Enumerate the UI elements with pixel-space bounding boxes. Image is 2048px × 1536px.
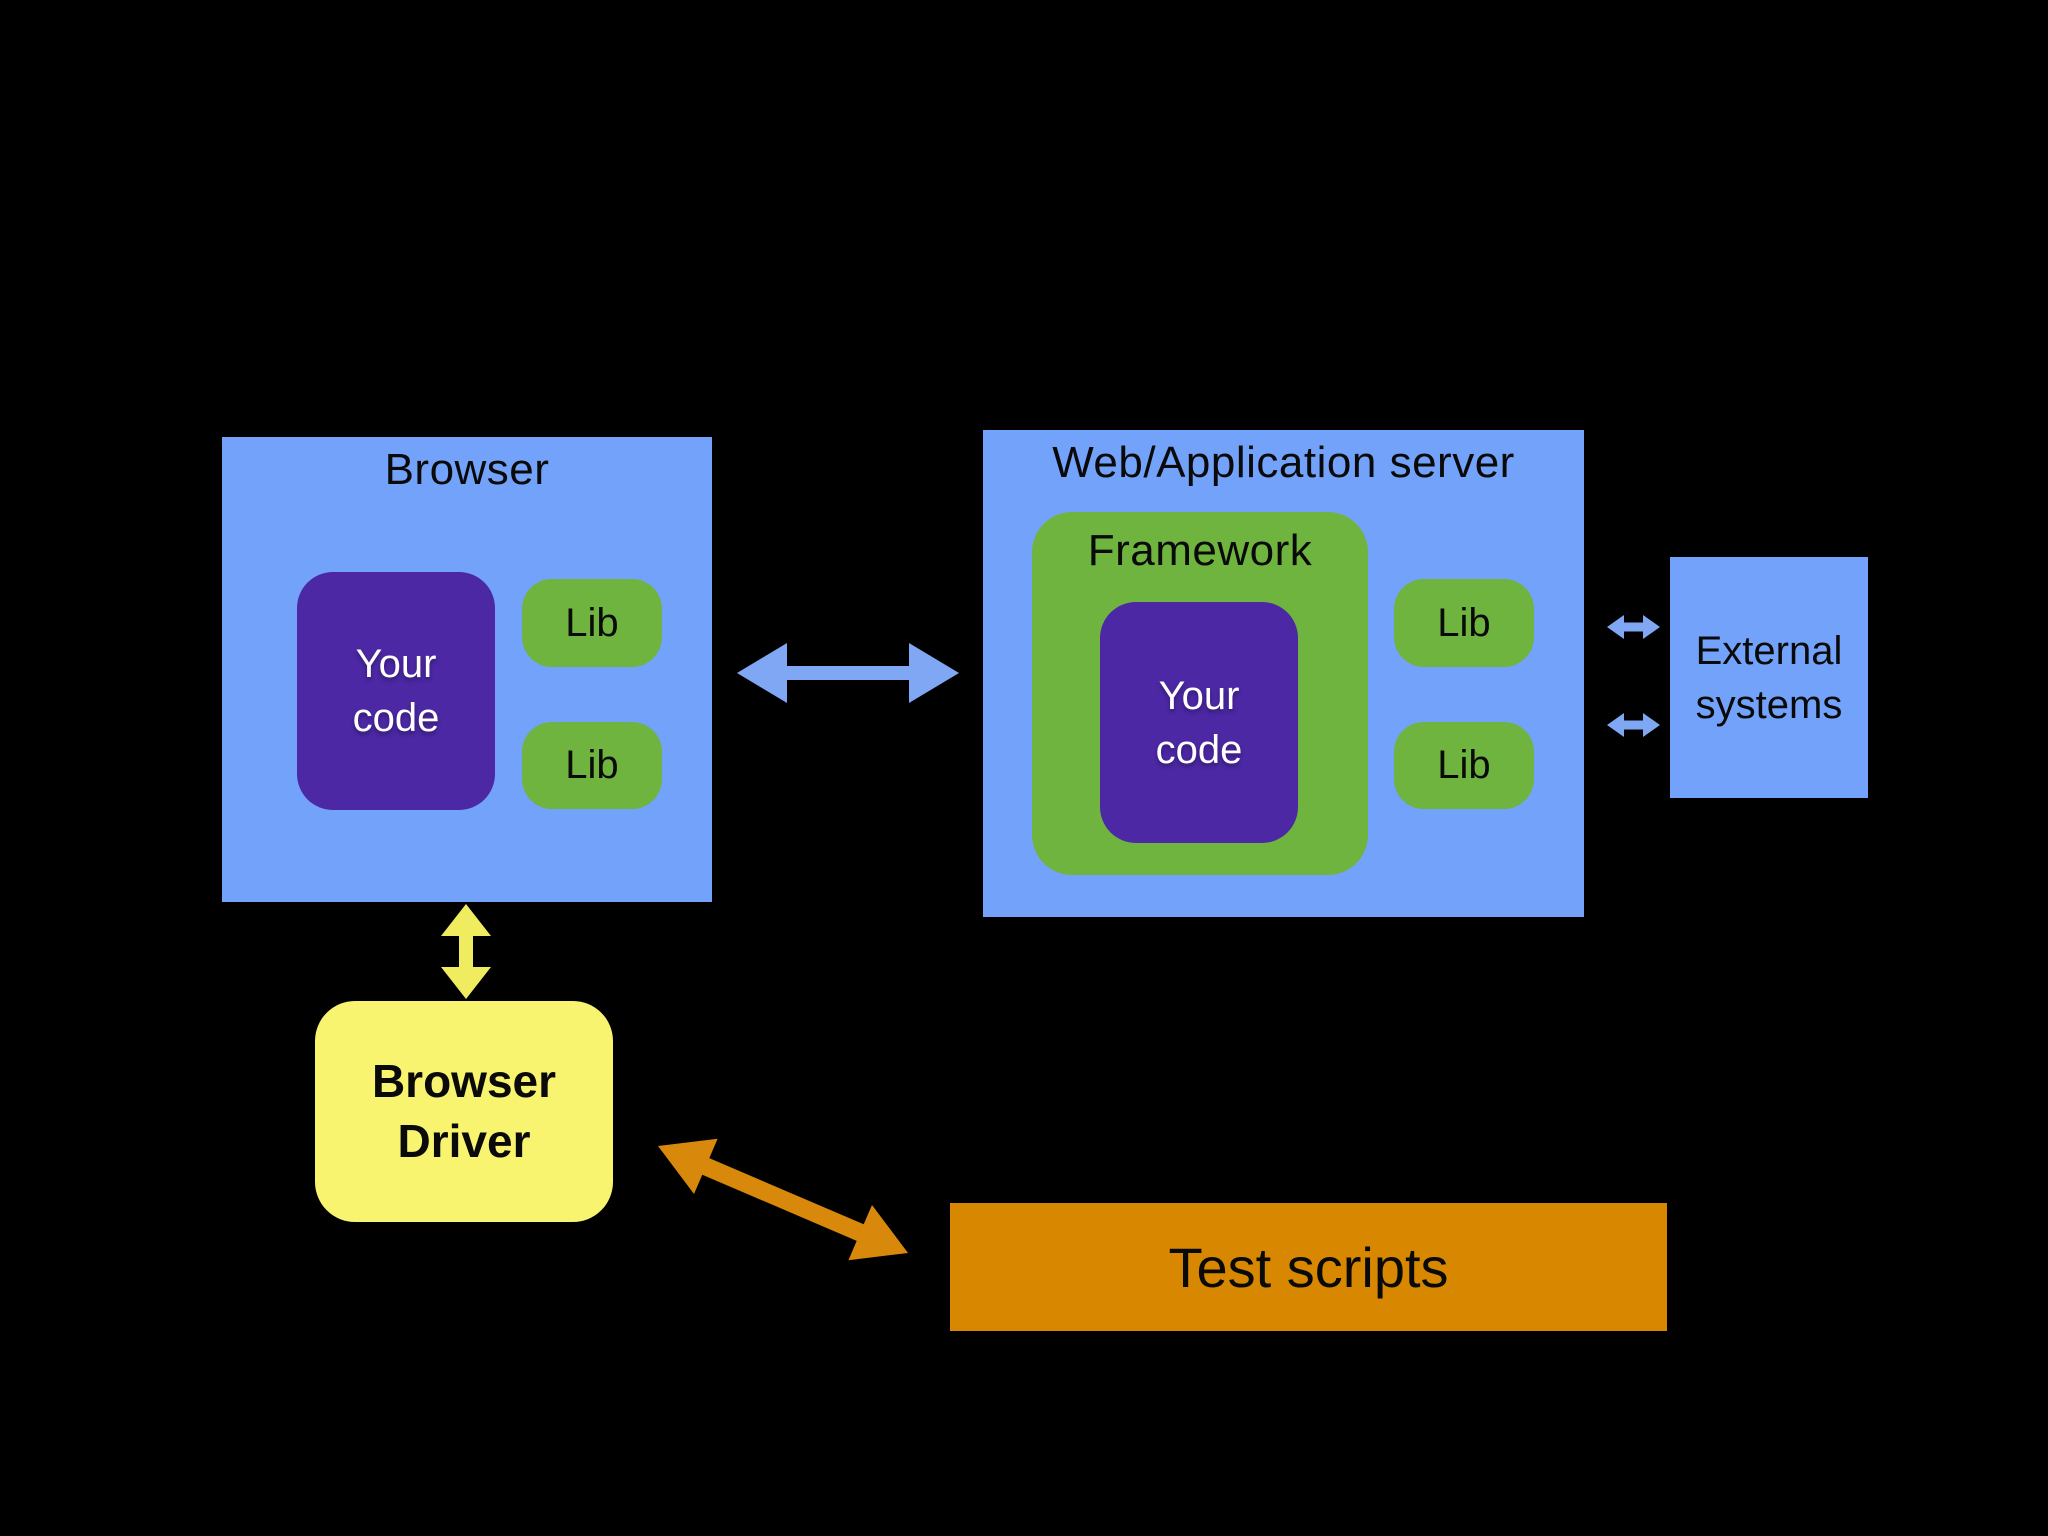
browserdriver-testscripts-arrow — [658, 1138, 908, 1261]
external-systems-label: External systems — [1695, 628, 1843, 727]
server-lib-box-2: Lib — [1394, 722, 1534, 809]
server-your-code-box: Your code — [1100, 602, 1298, 843]
browser-server-arrow — [737, 643, 959, 703]
lib-label: Lib — [1437, 743, 1491, 787]
test-scripts-box: Test scripts — [950, 1203, 1667, 1331]
browser-lib-box-2: Lib — [522, 722, 662, 809]
browser-driver-box: Browser Driver — [315, 1001, 613, 1222]
lib-label: Lib — [565, 600, 619, 645]
serverlib-external-arrow-top — [1607, 615, 1660, 639]
browser-lib-box-1: Lib — [522, 579, 662, 667]
framework-box: Framework Your code — [1032, 512, 1368, 875]
browser-driver-label: Browser Driver — [371, 1054, 557, 1167]
server-lib-box-1: Lib — [1394, 579, 1534, 667]
your-code-label: Your code — [352, 642, 440, 740]
browser-box: Browser Your code Lib Lib — [222, 437, 712, 902]
web-application-server-box: Web/Application server Framework Your co… — [983, 430, 1584, 917]
server-title: Web/Application server — [1052, 438, 1515, 487]
browser-your-code-box: Your code — [297, 572, 495, 810]
lib-label: Lib — [565, 743, 619, 787]
your-code-label: Your code — [1155, 673, 1243, 772]
browser-title: Browser — [384, 445, 550, 494]
browser-browserdriver-arrow — [441, 904, 491, 999]
lib-label: Lib — [1437, 600, 1491, 645]
test-scripts-label: Test scripts — [1168, 1235, 1449, 1299]
external-systems-box: External systems — [1670, 557, 1868, 798]
framework-title: Framework — [1087, 526, 1313, 575]
serverlib-external-arrow-bottom — [1607, 713, 1660, 737]
